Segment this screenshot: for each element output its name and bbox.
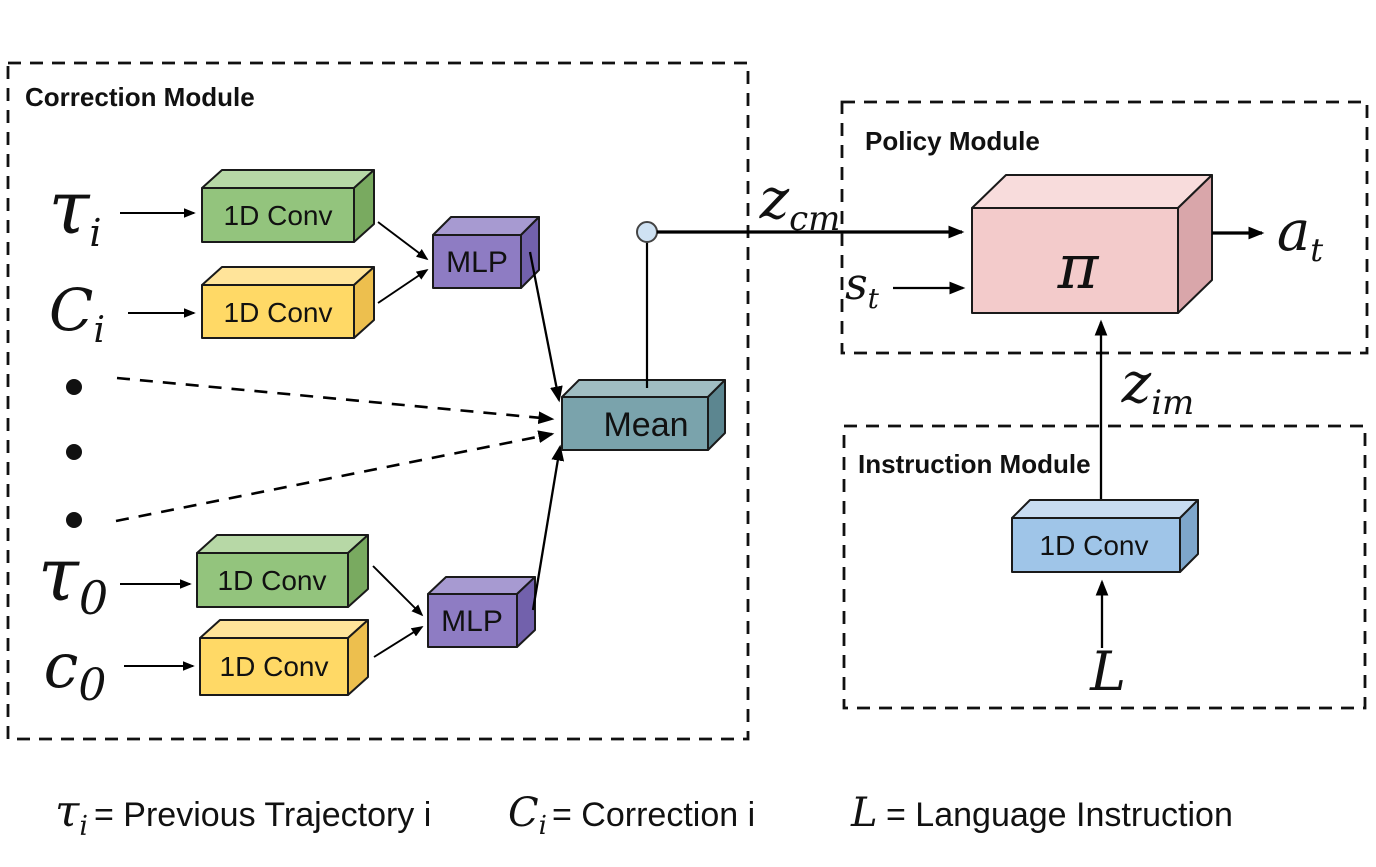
z-cm-label: zcm — [759, 167, 841, 239]
mean-label: Mean — [603, 406, 688, 444]
arrow-conv-corr-i-to-mlp — [377, 268, 429, 304]
ellipsis-dot — [66, 379, 82, 395]
arrow-conv-corr-0-to-mlp — [373, 626, 424, 658]
legend-def-tau-i: = Previous Trajectory i — [94, 796, 431, 834]
block-mean: Mean — [561, 379, 726, 451]
z-im-label: zim — [1121, 351, 1195, 423]
legend-def-c-i: = Correction i — [552, 796, 755, 834]
block-conv-instruction: 1D Conv — [1011, 499, 1199, 573]
block-policy-pi: π — [971, 174, 1213, 314]
legend: τi = Previous Trajectory i Ci = Correcti… — [55, 786, 1233, 842]
instruction-module-title: Instruction Module — [858, 449, 1091, 479]
arrow-mlp-0-to-mean — [531, 444, 565, 611]
c-i-label: Ci — [49, 276, 105, 351]
arrow-mlp-i-to-mean — [528, 251, 563, 403]
block-mlp-0: MLP — [427, 576, 536, 648]
correction-module: Correction Module τi Ci τ0 c0 1D Conv — [6, 61, 750, 741]
conv-instruction-label: 1D Conv — [1040, 530, 1149, 561]
arrow-conv-traj-0-to-mlp — [372, 565, 424, 617]
junction-node — [636, 221, 658, 243]
arrow-dashed-lower-to-mean — [115, 430, 555, 523]
mlp-i-label: MLP — [446, 246, 508, 279]
conv-corr-i-label: 1D Conv — [224, 297, 333, 328]
arrow-conv-traj-i-to-mlp — [377, 221, 429, 261]
ellipsis-dot — [66, 512, 82, 528]
block-conv-traj-i: 1D Conv — [201, 169, 375, 243]
c-0-label: c0 — [44, 629, 107, 711]
a-t-label: at — [1277, 199, 1323, 269]
instruction-module: Instruction Module 1D Conv L — [842, 424, 1367, 710]
correction-module-title: Correction Module — [25, 82, 255, 112]
correction-module-border — [6, 61, 750, 741]
legend-symbol-l: L — [850, 790, 878, 836]
tau-0-label: τ0 — [38, 532, 108, 625]
ellipsis-dot — [66, 444, 82, 460]
conv-traj-i-label: 1D Conv — [224, 200, 333, 231]
block-conv-corr-i: 1D Conv — [201, 266, 375, 339]
legend-symbol-c-i: Ci — [508, 790, 547, 841]
policy-module-border — [840, 100, 1369, 355]
pi-label: π — [1057, 230, 1100, 303]
l-label: L — [1089, 640, 1126, 703]
block-mlp-i: MLP — [432, 216, 540, 289]
tau-i-label: τi — [48, 165, 101, 255]
policy-module: Policy Module π st at — [840, 100, 1369, 355]
mlp-0-label: MLP — [441, 605, 503, 638]
conv-corr-0-label: 1D Conv — [220, 651, 329, 682]
instruction-module-border — [842, 424, 1367, 710]
conv-traj-0-label: 1D Conv — [218, 565, 327, 596]
block-conv-corr-0: 1D Conv — [199, 619, 369, 696]
block-conv-traj-0: 1D Conv — [196, 534, 369, 608]
arrow-dashed-upper-to-mean — [116, 376, 555, 425]
s-t-label: st — [845, 259, 880, 315]
policy-module-title: Policy Module — [865, 126, 1040, 156]
legend-def-l: = Language Instruction — [886, 796, 1233, 834]
legend-symbol-tau-i: τi — [55, 786, 88, 842]
